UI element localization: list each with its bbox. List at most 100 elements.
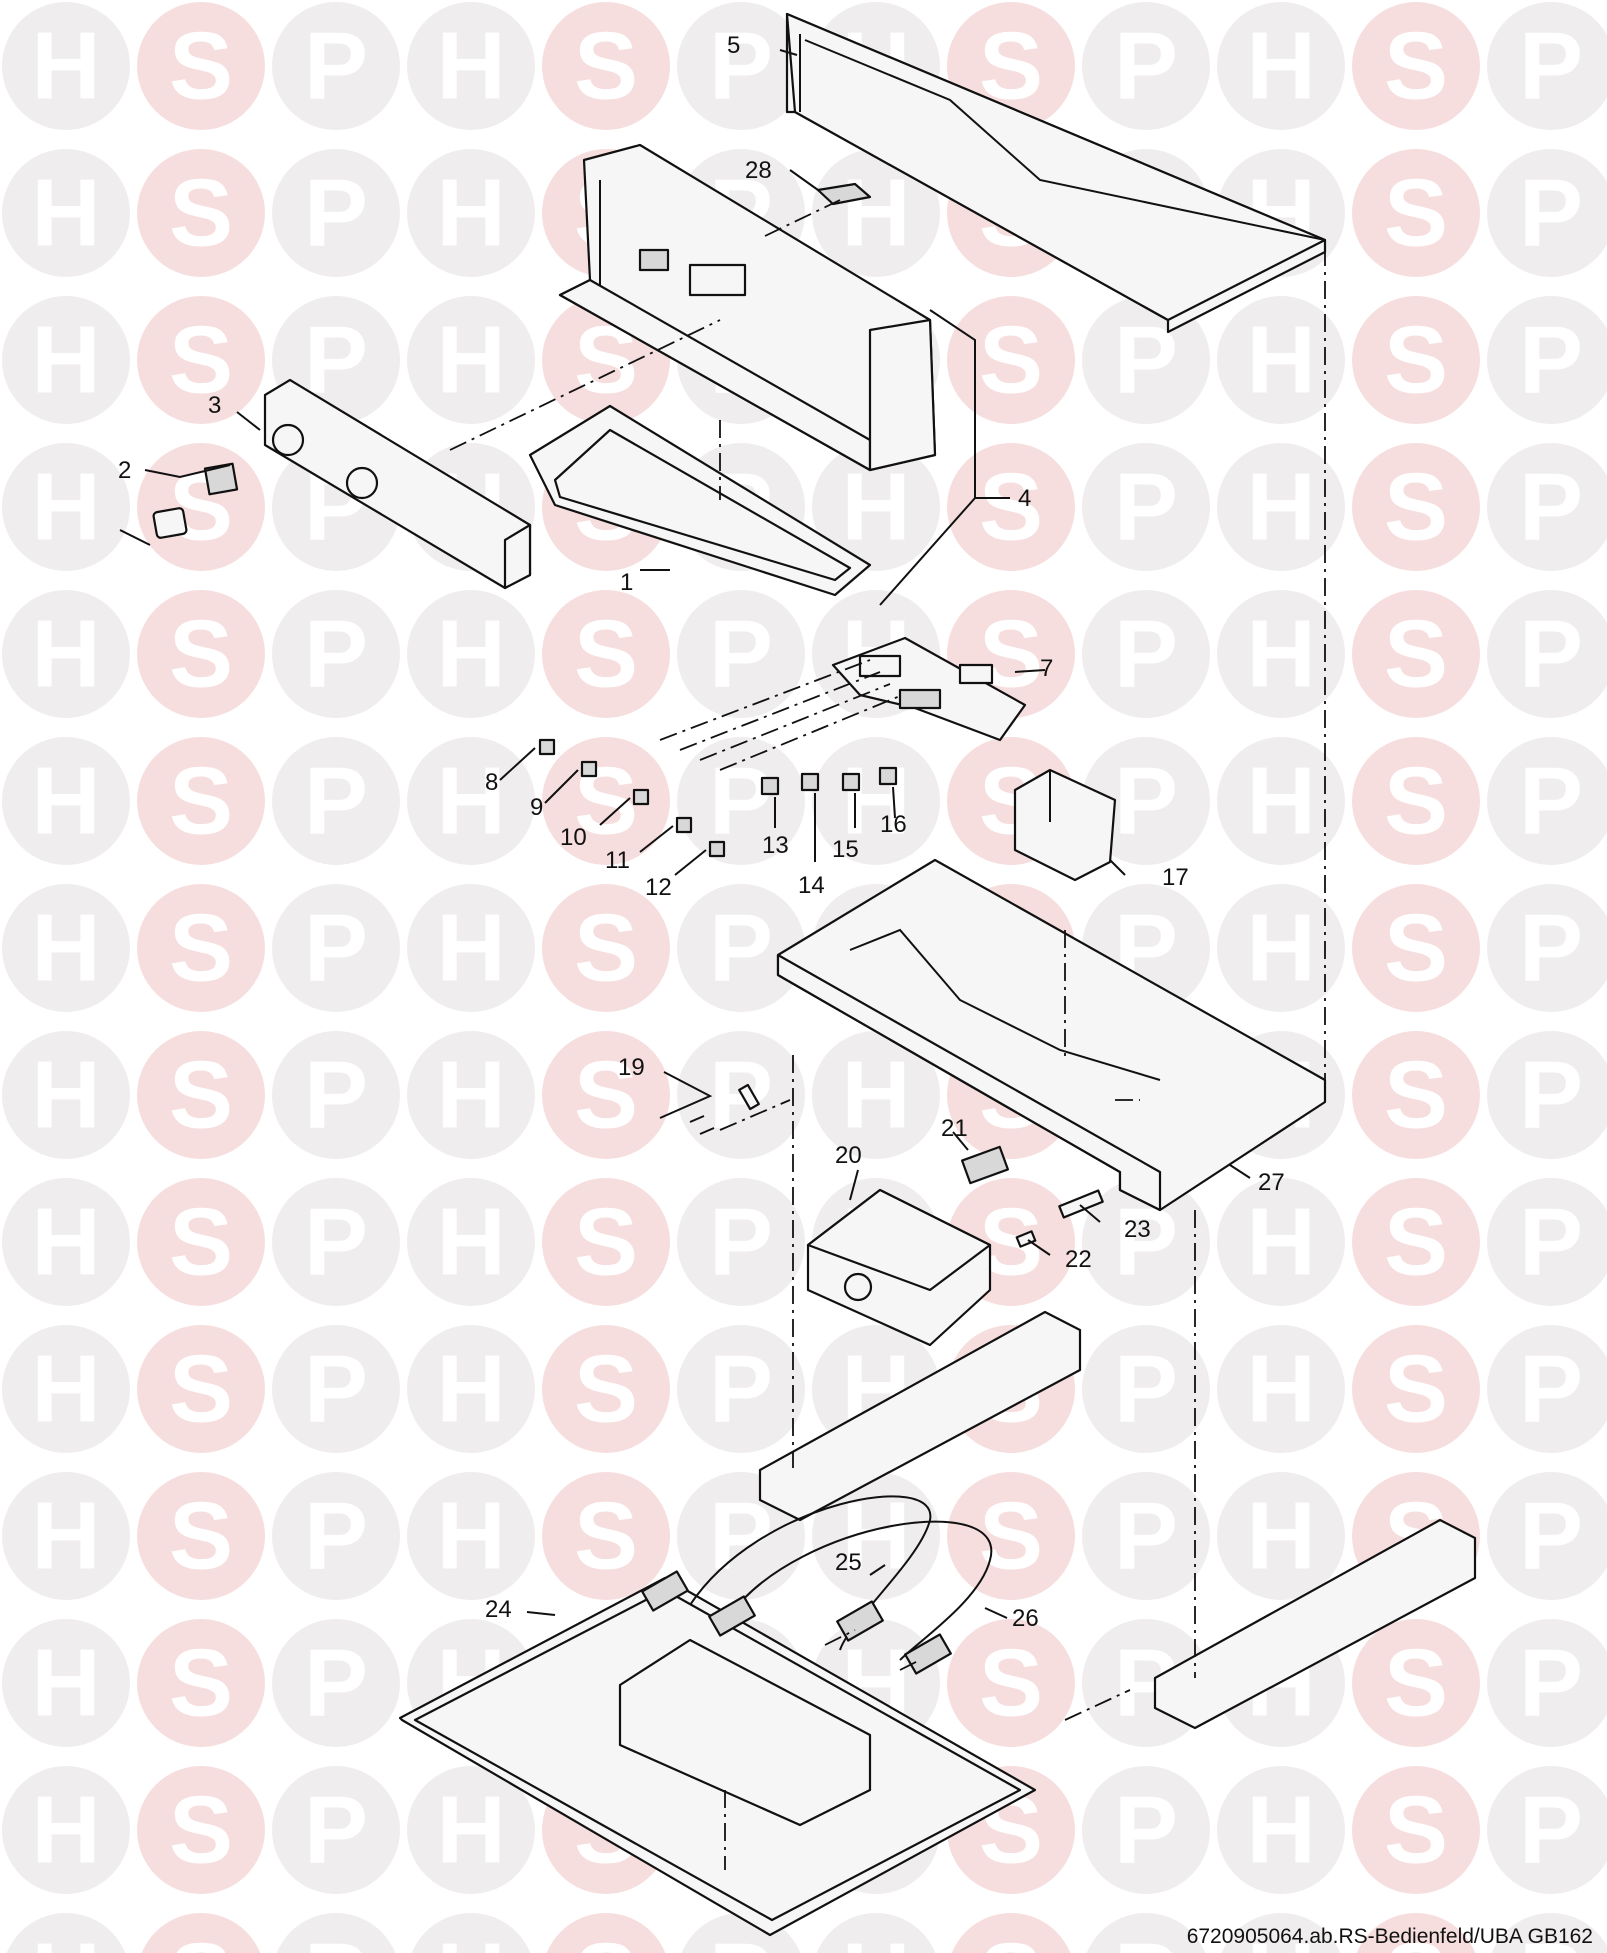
watermark-circle bbox=[1217, 1766, 1345, 1894]
callout-9: 9 bbox=[530, 794, 543, 821]
watermark-letter: P bbox=[1519, 1924, 1583, 1953]
watermark-letter: S bbox=[1384, 1189, 1448, 1296]
watermark-letter: S bbox=[574, 1042, 638, 1149]
watermark-circle bbox=[947, 443, 1075, 571]
watermark-circle bbox=[407, 1031, 535, 1159]
watermark-letter: S bbox=[169, 1630, 233, 1737]
watermark-letter: P bbox=[1114, 13, 1178, 120]
watermark-letter: H bbox=[436, 1189, 505, 1296]
watermark-circle bbox=[137, 1031, 265, 1159]
watermark-letter: H bbox=[31, 601, 100, 708]
watermark-letter: S bbox=[574, 1336, 638, 1443]
watermark-circle bbox=[272, 1031, 400, 1159]
watermark-letter: P bbox=[1114, 601, 1178, 708]
part-5-top-cover bbox=[785, 12, 1327, 334]
watermark-letter: S bbox=[1384, 454, 1448, 561]
watermark-circle bbox=[1352, 1619, 1480, 1747]
watermark-letter: H bbox=[31, 1336, 100, 1443]
watermark-circle bbox=[812, 443, 940, 571]
watermark-circle bbox=[1082, 1325, 1210, 1453]
callout-3: 3 bbox=[208, 392, 221, 419]
watermark-circle bbox=[542, 737, 670, 865]
watermark-letter: P bbox=[1519, 160, 1583, 267]
watermark-letter: P bbox=[1519, 1483, 1583, 1590]
watermark-circle bbox=[1082, 1178, 1210, 1306]
watermark-letter: S bbox=[1384, 895, 1448, 1002]
watermark-letter: P bbox=[1519, 895, 1583, 1002]
watermark-circle bbox=[2, 2, 130, 130]
watermark-letter: H bbox=[31, 895, 100, 1002]
watermark-circle bbox=[2, 1472, 130, 1600]
callout-labels: 5 28 3 2 4 1 7 8 9 10 11 12 13 14 15 16 … bbox=[118, 32, 1285, 1632]
watermark-letter: P bbox=[1519, 748, 1583, 855]
watermark-circle bbox=[1352, 1178, 1480, 1306]
callout-16: 16 bbox=[880, 811, 907, 838]
watermark-letter: P bbox=[1519, 601, 1583, 708]
watermark-letter: P bbox=[304, 601, 368, 708]
watermark-letter: S bbox=[979, 307, 1043, 414]
watermark-circle bbox=[407, 737, 535, 865]
watermark-circle bbox=[677, 1178, 805, 1306]
watermark-letter: H bbox=[1246, 1924, 1315, 1953]
watermark-letter: H bbox=[1246, 1336, 1315, 1443]
watermark-circle bbox=[816, 1913, 936, 1953]
watermark-letter: H bbox=[1246, 1483, 1315, 1590]
callout-19: 19 bbox=[618, 1054, 645, 1081]
watermark-circle bbox=[1356, 1913, 1476, 1953]
watermark-circle bbox=[272, 1325, 400, 1453]
watermark-circle bbox=[407, 296, 535, 424]
watermark-circle bbox=[542, 1178, 670, 1306]
watermark-circle bbox=[1217, 1325, 1345, 1453]
watermark-circle bbox=[951, 1913, 1071, 1953]
watermark-circle bbox=[1352, 443, 1480, 571]
watermark-circle bbox=[141, 1913, 261, 1953]
watermark-letter: H bbox=[31, 13, 100, 120]
watermark-letter: H bbox=[436, 748, 505, 855]
watermark-circle bbox=[272, 1619, 400, 1747]
watermark-letter: P bbox=[709, 1336, 773, 1443]
watermark-circle bbox=[137, 2, 265, 130]
watermark-letter: P bbox=[1114, 748, 1178, 855]
watermark-circle bbox=[1352, 1325, 1480, 1453]
watermark-letter: H bbox=[436, 1483, 505, 1590]
watermark-circle bbox=[947, 1619, 1075, 1747]
part-2-switch bbox=[152, 462, 239, 539]
watermark-circle bbox=[1352, 1031, 1480, 1159]
watermark-circle bbox=[677, 737, 805, 865]
watermark-letter: S bbox=[1384, 1630, 1448, 1737]
leader-lines bbox=[119, 49, 1251, 1619]
watermark-circle bbox=[272, 1766, 400, 1894]
watermark-letter: P bbox=[1519, 1630, 1583, 1737]
watermark-circle bbox=[2, 443, 130, 571]
watermark-circle bbox=[407, 1766, 535, 1894]
watermark-letter: H bbox=[1246, 307, 1315, 414]
watermark-circle bbox=[137, 296, 265, 424]
watermark-circle bbox=[542, 2, 670, 130]
watermark-circle bbox=[407, 1178, 535, 1306]
watermark-circle bbox=[137, 590, 265, 718]
watermark-circle bbox=[1352, 149, 1480, 277]
watermark-letter: H bbox=[436, 307, 505, 414]
callout-12: 12 bbox=[645, 874, 672, 901]
watermark-circle bbox=[1487, 443, 1607, 571]
watermark-letter: S bbox=[1384, 1924, 1448, 1953]
watermark-circle bbox=[1487, 1619, 1607, 1747]
watermark-letter: S bbox=[1384, 13, 1448, 120]
watermark-letter: H bbox=[436, 1777, 505, 1884]
part-19-screws bbox=[689, 1083, 760, 1135]
callout-25: 25 bbox=[835, 1549, 862, 1576]
watermark-circle bbox=[1217, 443, 1345, 571]
watermark-letter: S bbox=[574, 1189, 638, 1296]
watermark-letter: H bbox=[31, 1630, 100, 1737]
watermark-letter: S bbox=[979, 1483, 1043, 1590]
watermark-letter: P bbox=[1519, 13, 1583, 120]
watermark-circle bbox=[2, 884, 130, 1012]
watermark-letter: H bbox=[31, 160, 100, 267]
part-1-bezel-frame bbox=[528, 404, 872, 597]
watermark-circle bbox=[272, 1472, 400, 1600]
watermark-letter: H bbox=[1246, 601, 1315, 708]
callout-17: 17 bbox=[1162, 864, 1189, 891]
watermark-letter: P bbox=[304, 13, 368, 120]
watermark-letter: S bbox=[169, 748, 233, 855]
watermark-circle bbox=[2, 1325, 130, 1453]
